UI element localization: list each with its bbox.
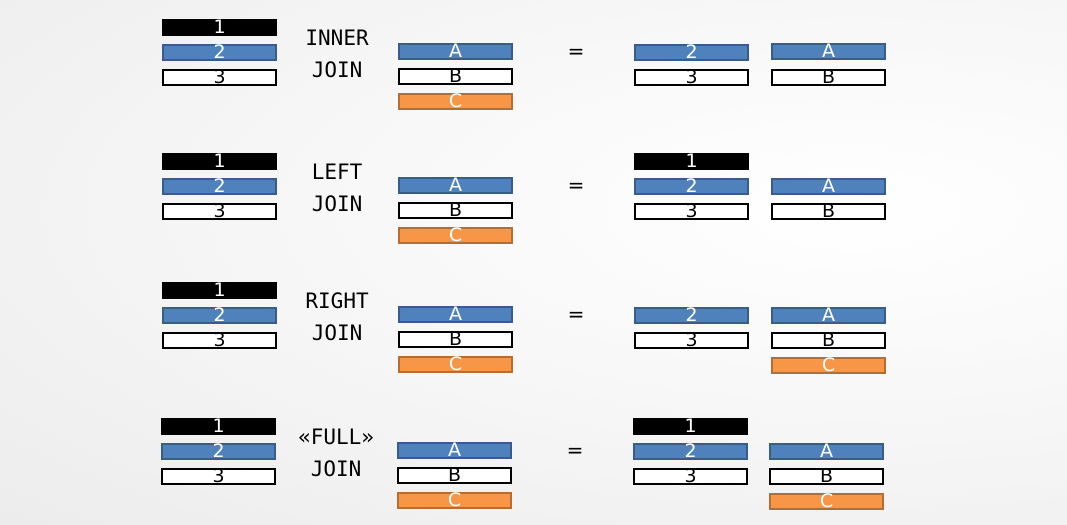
left-table-row: 3: [162, 202, 277, 221]
join-keyword: JOIN: [310, 457, 362, 481]
result-right-row: C: [771, 356, 886, 375]
result-left-row: 3: [634, 331, 749, 350]
left-table-row: 2: [162, 43, 277, 62]
equals-sign: =: [566, 438, 584, 462]
join-keyword: LEFT: [311, 160, 363, 184]
left-table-row: 3: [161, 467, 276, 486]
right-table-row: B: [398, 201, 513, 220]
right-table-row: C: [398, 355, 513, 374]
right-table-row: A: [398, 305, 513, 324]
join-keyword: RIGHT: [305, 289, 369, 313]
join-keyword: JOIN: [311, 58, 363, 82]
left-table-row: 1: [162, 152, 277, 171]
result-right-row: A: [771, 306, 886, 325]
result-left-row: 2: [634, 177, 749, 196]
result-right-row: B: [769, 467, 884, 486]
join-block-right: 1 2 3 RIGHT JOIN A B C = 2 3 A B C: [0, 279, 1067, 379]
result-left-row: 2: [633, 442, 748, 461]
right-table-row: B: [397, 466, 512, 485]
result-left-row: 1: [633, 417, 748, 436]
join-block-left: 1 2 3 LEFT JOIN A B C = 1 2 3 A B: [0, 150, 1067, 250]
right-table-row: B: [398, 330, 513, 349]
right-table-row: A: [397, 441, 512, 460]
result-right-row: A: [771, 42, 886, 61]
right-table-row: A: [398, 42, 513, 61]
join-block-inner: 1 2 3 INNER JOIN A B C = 2 3 A B: [0, 16, 1067, 116]
right-table-row: C: [398, 92, 513, 111]
join-keyword: «FULL»: [298, 425, 374, 449]
result-left-row: 3: [634, 68, 749, 87]
result-right-row: B: [771, 68, 886, 87]
join-operator: LEFT JOIN: [287, 156, 387, 220]
left-table-row: 2: [162, 177, 277, 196]
left-table-row: 2: [162, 306, 277, 325]
right-table-row: C: [397, 491, 512, 510]
result-right-row: B: [771, 202, 886, 221]
result-right-row: B: [771, 331, 886, 350]
equals-sign: =: [567, 39, 585, 63]
right-table-row: C: [398, 226, 513, 245]
left-table-row: 3: [162, 331, 277, 350]
left-table-row: 1: [162, 281, 277, 300]
result-right-row: C: [769, 492, 884, 511]
equals-sign: =: [567, 302, 585, 326]
join-operator: «FULL» JOIN: [286, 421, 386, 485]
result-right-row: A: [769, 442, 884, 461]
left-table-row: 2: [161, 442, 276, 461]
left-table-row: 1: [161, 417, 276, 436]
equals-sign: =: [567, 173, 585, 197]
result-left-row: 2: [634, 43, 749, 62]
result-left-row: 3: [633, 467, 748, 486]
left-table-row: 3: [162, 68, 277, 87]
right-table-row: A: [398, 176, 513, 195]
result-left-row: 3: [634, 202, 749, 221]
right-table-row: B: [398, 67, 513, 86]
join-keyword: JOIN: [311, 192, 363, 216]
join-operator: INNER JOIN: [287, 22, 387, 86]
join-operator: RIGHT JOIN: [287, 285, 387, 349]
join-block-full: 1 2 3 «FULL» JOIN A B C = 1 2 3 A B C: [0, 415, 1067, 515]
result-right-row: A: [771, 177, 886, 196]
join-keyword: JOIN: [311, 321, 363, 345]
result-left-row: 1: [634, 152, 749, 171]
result-left-row: 2: [634, 306, 749, 325]
join-keyword: INNER: [305, 26, 369, 50]
left-table-row: 1: [162, 18, 277, 37]
